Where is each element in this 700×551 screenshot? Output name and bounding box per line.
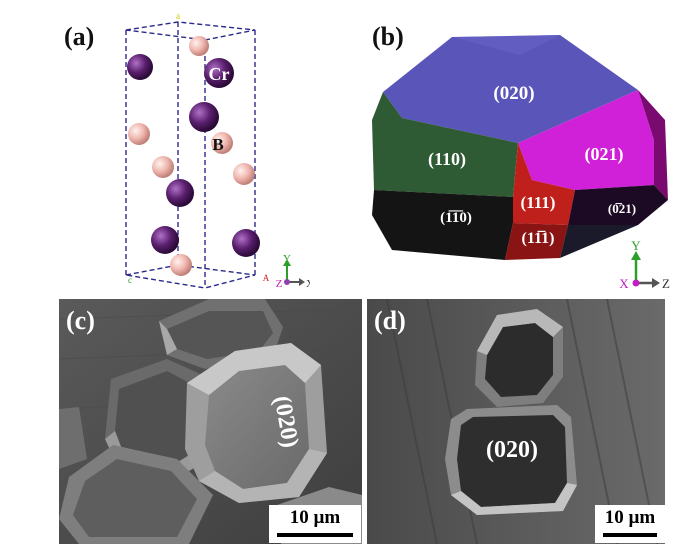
axis-z-label: Z	[276, 278, 283, 290]
crystal-c-main	[185, 343, 327, 503]
crystal-shape-panel: (020) (110) (021) (111) (1̅1̅0) (11̅1) (…	[372, 35, 670, 291]
facet-021	[518, 90, 654, 190]
panel-c-label: (c)	[66, 306, 95, 335]
facet-110-label: (110)	[428, 149, 466, 170]
sem-image-d: (020) 10 µm	[367, 299, 665, 544]
crystal-d-top	[475, 309, 563, 407]
crystal-structure-panel: Cr B a c A Y Z X	[125, 11, 310, 290]
scale-bar-d-label: 10 µm	[604, 507, 656, 528]
axis-b-y-label: Y	[631, 238, 641, 253]
sem-image-c: (020) 10 µm	[59, 299, 362, 544]
corner-label-origin: c	[128, 275, 132, 285]
facet-111-label: (111)	[521, 193, 556, 212]
crystal-c-bottom-left	[59, 445, 213, 544]
facet-1-11	[505, 223, 568, 260]
cr-atom-label: Cr	[209, 64, 230, 84]
scale-bar-c: 10 µm	[269, 505, 361, 543]
axis-b-z-label: Z	[662, 276, 670, 291]
facet-020-label: (020)	[493, 83, 534, 104]
facet-020	[383, 35, 638, 143]
scale-bar-d: 10 µm	[595, 505, 665, 543]
facet-0-21	[568, 185, 668, 225]
axes-triad-b	[631, 251, 660, 288]
chromium-atoms	[127, 54, 260, 257]
facet-021-label: (021)	[585, 144, 624, 165]
axis-b-x-label: X	[619, 276, 629, 291]
scale-bar-d-line	[603, 533, 657, 537]
scale-bar-c-label: 10 µm	[289, 507, 341, 528]
axis-y-label: Y	[283, 253, 291, 265]
b-atom-label: B	[212, 135, 223, 154]
panel-b-label: (b)	[372, 22, 404, 51]
facet-111	[513, 143, 575, 225]
facet-1-11-label: (11̅1)	[522, 229, 555, 247]
crystal-d-main	[445, 405, 577, 515]
sem-d-facet-label: (020)	[486, 437, 538, 463]
boron-atoms	[128, 36, 255, 276]
axis-x-label: X	[306, 278, 310, 290]
facet-110	[372, 92, 518, 197]
panel-d-label: (d)	[374, 306, 406, 335]
facet-1-10-label: (1̅1̅0)	[440, 210, 472, 226]
corner-label-right: A	[263, 273, 270, 283]
panel-a-label: (a)	[64, 22, 95, 51]
corner-label-top: a	[176, 11, 180, 21]
facet-1-10	[372, 190, 513, 260]
facet-0-21-label: (0̅21)	[608, 201, 636, 216]
scale-bar-c-line	[277, 533, 353, 537]
axes-triad-a	[283, 259, 305, 286]
